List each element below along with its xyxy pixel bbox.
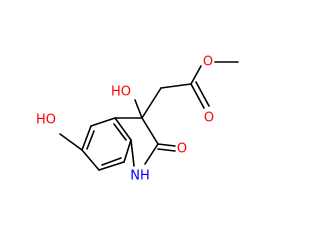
- bond-ester-c-carbonyl-o-1: [190, 83, 205, 109]
- bond-ring-c5-c6: [81, 125, 92, 151]
- bond-ring-c8-c7a: [123, 139, 132, 163]
- bond-ring-inner-1: [86, 130, 95, 150]
- bond-ring-c6-c7: [81, 149, 100, 171]
- molecule-drawing: HO HO O O O NH: [36, 55, 239, 184]
- bond-ring-inner-3: [113, 123, 127, 141]
- atom-phenol-oh: HO: [36, 113, 56, 128]
- bond-ring-c4a-c5: [90, 117, 116, 127]
- bond-n1-c7a: [130, 139, 135, 167]
- atom-labels: HO HO O O O NH: [36, 55, 214, 184]
- structure-diagram: HO HO O O O NH: [36, 55, 239, 184]
- bond-ring-c7a-c4a: [114, 117, 132, 141]
- bond-c2-ketone-o-2: [157, 148, 176, 152]
- bond-ch2-ester-c: [160, 83, 192, 89]
- atom-amide-nh: NH: [130, 169, 150, 184]
- bond-ring-inner-2: [101, 157, 122, 166]
- bond-c3-ch2: [141, 87, 162, 119]
- atom-ketone-o: O: [177, 142, 187, 157]
- atom-tertiary-oh: HO: [111, 85, 131, 100]
- bond-c5-phenol-oh: [59, 133, 83, 151]
- bond-c3-c2: [141, 117, 159, 145]
- bond-c2-ketone-o-1: [157, 143, 176, 147]
- bond-c2-n1: [144, 143, 159, 165]
- atom-ester-ether-o: O: [203, 55, 213, 70]
- bond-ester-c-carbonyl-o-2: [195, 81, 210, 107]
- atom-ester-carbonyl-o: O: [204, 111, 214, 126]
- bond-ester-c-ether-o: [190, 65, 202, 85]
- bonds: [59, 61, 239, 171]
- bond-ring-c7-c8: [98, 161, 125, 171]
- bond-c3-tertiary-oh: [134, 99, 143, 119]
